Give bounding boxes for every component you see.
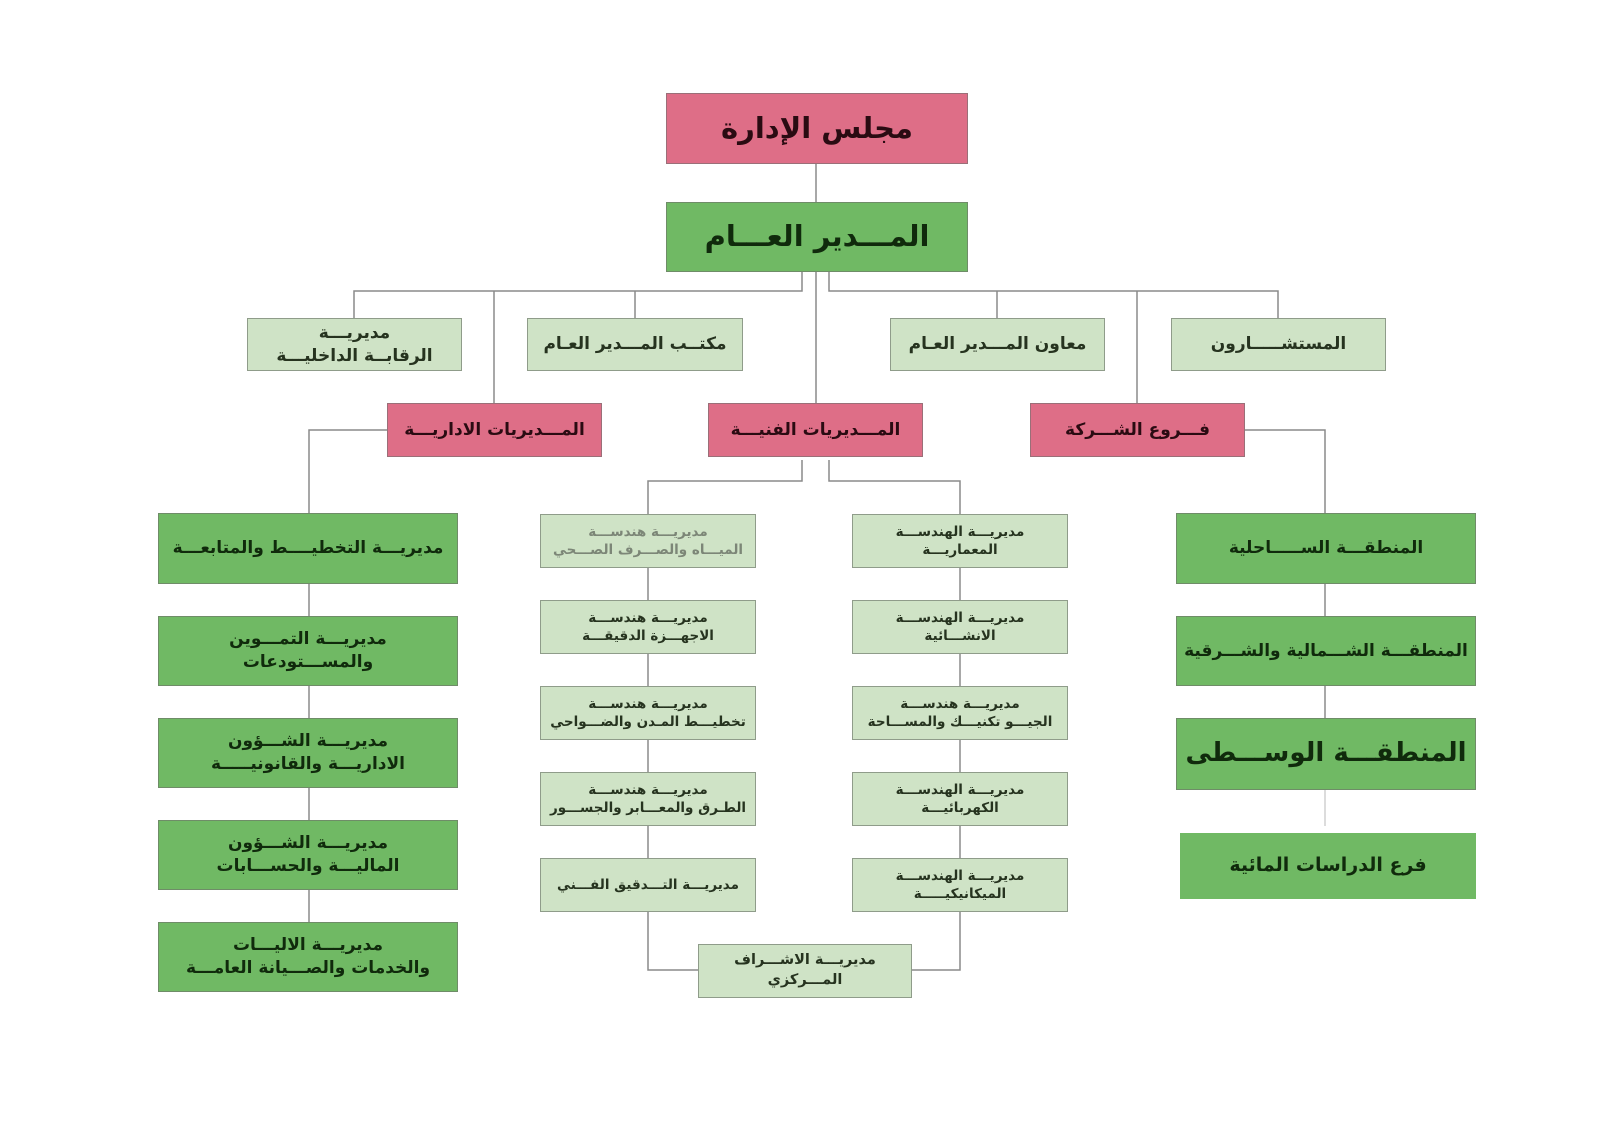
tech-item-geotechnical: مديريـــة هندســـة الجيـــو تكنيـــك وال… bbox=[852, 686, 1068, 740]
tech-item-label: مديريـــة هندســـة الجيـــو تكنيـــك وال… bbox=[867, 695, 1053, 730]
technical-directorates-label: المـــديريات الفنيـــة bbox=[730, 419, 901, 440]
company-branches-label: فـــروع الشـــركة bbox=[1065, 419, 1210, 440]
admin-item-supply: مديريـــة التمـــوين والمســـتودعات bbox=[158, 616, 458, 686]
tech-item-precision: مديريـــة هندســـة الاجهـــزة الدقيقـــة bbox=[540, 600, 756, 654]
tech-item-label: مديريـــة الهندســـة الانشـــائية bbox=[895, 609, 1025, 644]
company-branches-box: فـــروع الشـــركة bbox=[1030, 403, 1245, 457]
general-manager-label: المـــدير العـــام bbox=[704, 219, 930, 254]
internal-control-label: مديريـــة الرقابــة الداخليـــة bbox=[276, 322, 433, 366]
deputy-gm-box: معاون المـــدير العـام bbox=[890, 318, 1105, 371]
tech-item-label: مديريـــة التـــدقيق الفـــني bbox=[557, 876, 739, 893]
advisors-box: المستشـــــارون bbox=[1171, 318, 1386, 371]
tech-item-water: مديريـــة هندســـة الميـــاه والصـــرف ا… bbox=[540, 514, 756, 568]
admin-item-legal-affairs: مديريـــة الشـــؤون الاداريـــة والقانون… bbox=[158, 718, 458, 788]
tech-item-audit: مديريـــة التـــدقيق الفـــني bbox=[540, 858, 756, 912]
tech-item-mechanical: مديريـــة الهندســـة الميكانيكيـــــة bbox=[852, 858, 1068, 912]
branch-item-label: المنطقـــة الوســـطى bbox=[1185, 738, 1467, 769]
admin-item-label: مديريـــة التخطيــــط والمتابعـــة bbox=[172, 538, 444, 559]
internal-control-box: مديريـــة الرقابــة الداخليـــة bbox=[247, 318, 462, 371]
branch-item-water-studies: فرع الدراسات المائية bbox=[1180, 833, 1476, 899]
board-of-directors-box: مجلس الإدارة bbox=[666, 93, 968, 164]
tech-item-electrical: مديريـــة الهندســـة الكهربائيـــة bbox=[852, 772, 1068, 826]
branch-item-label: فرع الدراسات المائية bbox=[1229, 854, 1427, 877]
admin-item-label: مديريـــة الشـــؤون الماليـــة والحســـا… bbox=[216, 833, 400, 876]
branch-item-central: المنطقـــة الوســـطى bbox=[1176, 718, 1476, 790]
tech-item-label: مديريـــة هندســـة الميـــاه والصـــرف ا… bbox=[552, 523, 744, 558]
tech-item-label: مديريـــة هندســـة الاجهـــزة الدقيقـــة bbox=[582, 609, 714, 644]
central-supervision-label: مديريـــة الاشـــراف المـــركزي bbox=[734, 952, 876, 988]
tech-item-label: مديريـــة الهندســـة الكهربائيـــة bbox=[895, 781, 1025, 816]
gm-office-label: مكتــب المـــدير العـام bbox=[543, 334, 727, 355]
board-of-directors-label: مجلس الإدارة bbox=[721, 110, 913, 145]
branch-item-coastal: المنطقـــة الســـــاحلية bbox=[1176, 513, 1476, 584]
admin-item-label: مديريـــة الشـــؤون الاداريـــة والقانون… bbox=[211, 731, 405, 774]
tech-item-urban-planning: مديريـــة هندســـة تخطيـــط المـدن والضـ… bbox=[540, 686, 756, 740]
tech-item-label: مديريـــة الهندســـة المعماريـــة bbox=[895, 523, 1025, 558]
general-manager-box: المـــدير العـــام bbox=[666, 202, 968, 272]
tech-item-label: مديريـــة هندســـة الطـرق والمعـــابر وا… bbox=[549, 781, 747, 816]
admin-directorates-label: المـــديريات الاداريـــة bbox=[404, 419, 585, 440]
admin-item-label: مديريـــة الاليـــات والخدمات والصـــيان… bbox=[185, 935, 431, 978]
admin-item-planning: مديريـــة التخطيــــط والمتابعـــة bbox=[158, 513, 458, 584]
technical-directorates-box: المـــديريات الفنيـــة bbox=[708, 403, 923, 457]
tech-item-label: مديريـــة الهندســـة الميكانيكيـــــة bbox=[895, 867, 1025, 902]
tech-item-structural: مديريـــة الهندســـة الانشـــائية bbox=[852, 600, 1068, 654]
admin-item-maintenance: مديريـــة الاليـــات والخدمات والصـــيان… bbox=[158, 922, 458, 992]
gm-office-box: مكتــب المـــدير العـام bbox=[527, 318, 743, 371]
branch-item-label: المنطقـــة الســـــاحلية bbox=[1228, 538, 1424, 559]
branch-item-north-east: المنطقـــة الشـــمالية والشـــرقية bbox=[1176, 616, 1476, 686]
tech-item-label: مديريـــة هندســـة تخطيـــط المـدن والضـ… bbox=[550, 695, 746, 730]
central-supervision-box: مديريـــة الاشـــراف المـــركزي bbox=[698, 944, 912, 998]
branch-item-label: المنطقـــة الشـــمالية والشـــرقية bbox=[1184, 640, 1468, 661]
tech-item-roads: مديريـــة هندســـة الطـرق والمعـــابر وا… bbox=[540, 772, 756, 826]
admin-item-finance: مديريـــة الشـــؤون الماليـــة والحســـا… bbox=[158, 820, 458, 890]
advisors-label: المستشـــــارون bbox=[1210, 334, 1347, 355]
admin-directorates-box: المـــديريات الاداريـــة bbox=[387, 403, 602, 457]
tech-item-architecture: مديريـــة الهندســـة المعماريـــة bbox=[852, 514, 1068, 568]
admin-item-label: مديريـــة التمـــوين والمســـتودعات bbox=[229, 629, 387, 672]
deputy-gm-label: معاون المـــدير العـام bbox=[908, 334, 1087, 355]
